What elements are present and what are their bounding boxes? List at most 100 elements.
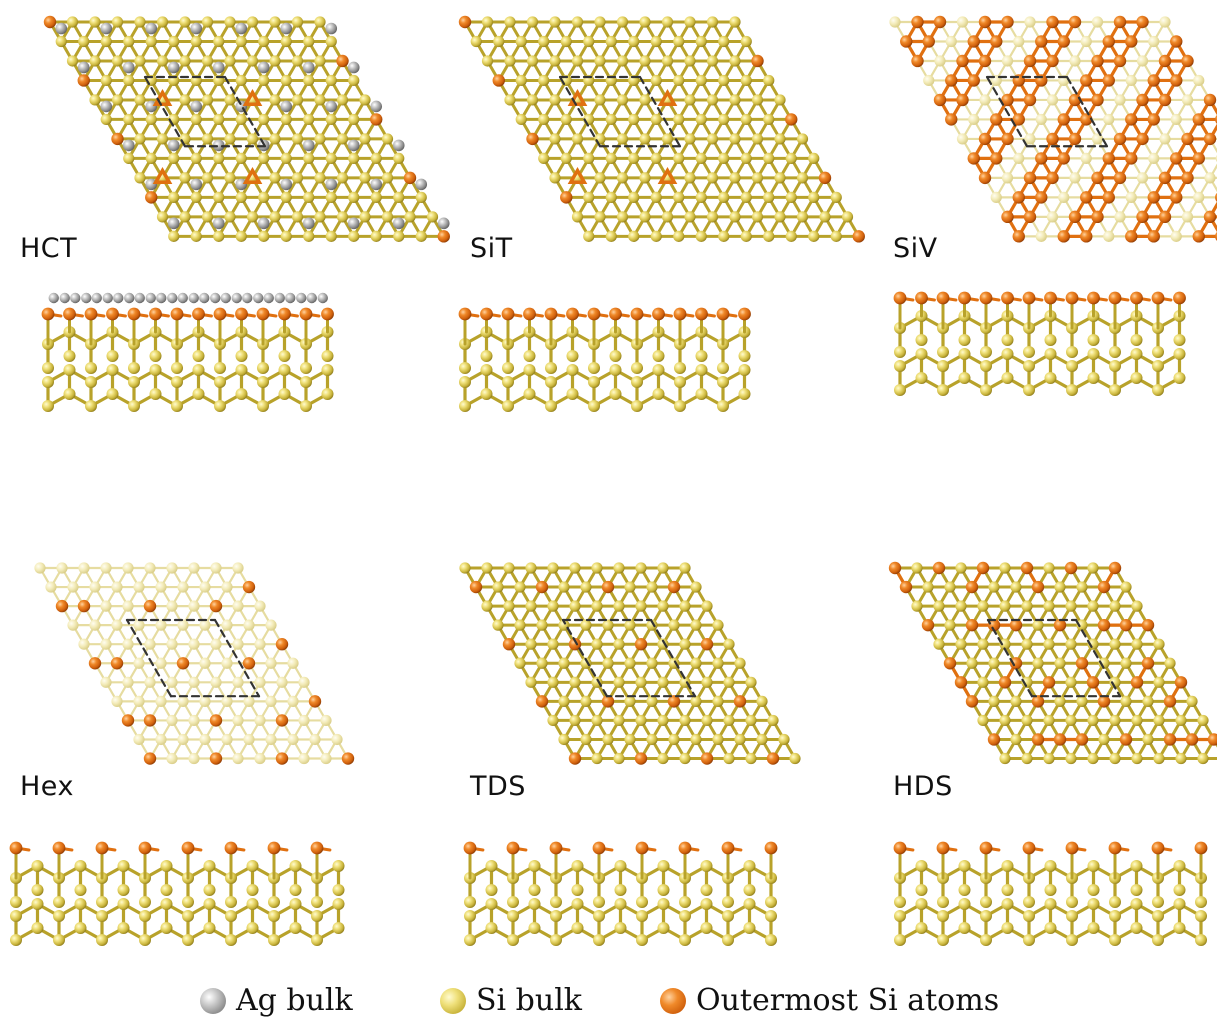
si-atom xyxy=(743,860,756,872)
si-atom xyxy=(199,733,211,746)
si-atom xyxy=(303,35,315,48)
outermost-si-atom xyxy=(667,695,681,708)
si-atom xyxy=(303,230,315,242)
si-atom xyxy=(192,388,205,400)
outermost-si-atom xyxy=(336,54,349,68)
si-atom xyxy=(631,376,643,388)
si-atom xyxy=(1023,360,1035,372)
panel-label-hex: Hex xyxy=(20,771,74,802)
si-atom xyxy=(526,94,539,106)
si-atom xyxy=(166,714,178,727)
si-atom xyxy=(591,600,603,612)
si-atom xyxy=(743,884,756,896)
outermost-si-atom xyxy=(979,841,993,855)
si-atom xyxy=(979,94,991,106)
outermost-si-atom xyxy=(1102,35,1115,48)
outermost-si-atom xyxy=(785,113,798,126)
si-atom xyxy=(808,152,820,164)
outermost-si-atom xyxy=(1113,54,1127,68)
si-atom xyxy=(291,211,304,223)
si-atom xyxy=(729,55,741,67)
si-atom xyxy=(514,581,526,593)
si-atom xyxy=(1186,695,1198,707)
outermost-si-atom xyxy=(549,841,563,855)
outermost-si-atom xyxy=(1035,35,1048,48)
si-atom xyxy=(1087,884,1100,896)
outermost-si-atom xyxy=(1012,191,1025,204)
outermost-si-atom xyxy=(1023,171,1037,185)
si-atom xyxy=(258,230,270,242)
outermost-si-atom xyxy=(1068,15,1082,29)
si-atom xyxy=(359,172,371,184)
outermost-si-atom xyxy=(209,599,223,613)
si-atom xyxy=(1159,16,1171,28)
si-atom xyxy=(977,600,989,612)
si-atom xyxy=(1046,211,1059,223)
si-atom xyxy=(999,638,1011,650)
si-atom xyxy=(763,191,775,203)
si-atom xyxy=(179,16,191,28)
si-atom xyxy=(569,562,581,574)
outermost-si-atom xyxy=(463,841,477,855)
si-atom xyxy=(128,362,140,374)
si-atom xyxy=(10,910,22,922)
si-atom xyxy=(171,376,183,388)
legend-label-outer: Outermost Si atoms xyxy=(696,983,1000,1018)
si-atom xyxy=(1148,35,1160,48)
si-atom xyxy=(122,562,134,574)
outermost-si-atom xyxy=(138,841,152,855)
si-atom xyxy=(1164,657,1176,669)
si-atom xyxy=(502,400,514,412)
outermost-si-atom xyxy=(1035,152,1048,165)
si-atom xyxy=(937,896,949,908)
si-atom xyxy=(123,74,135,87)
si-atom xyxy=(280,74,292,87)
si-atom xyxy=(56,562,68,574)
si-atom xyxy=(980,384,992,396)
ag-atom xyxy=(212,139,225,152)
siv-side-view xyxy=(893,291,1186,396)
si-atom xyxy=(66,55,79,67)
si-atom xyxy=(1087,922,1100,934)
si-atom xyxy=(1076,581,1088,593)
si-atom xyxy=(291,55,304,67)
outermost-si-atom xyxy=(1151,841,1165,855)
outermost-si-atom xyxy=(1158,93,1172,107)
si-atom xyxy=(830,191,842,203)
si-atom xyxy=(246,55,259,67)
si-atom xyxy=(613,562,625,574)
si-atom xyxy=(188,600,200,612)
outermost-si-atom xyxy=(77,74,90,87)
si-atom xyxy=(144,562,156,574)
si-atom xyxy=(558,581,570,593)
si-atom xyxy=(602,657,614,669)
outermost-si-atom xyxy=(965,580,979,594)
outermost-si-atom xyxy=(1091,171,1104,185)
hex-top-view xyxy=(34,562,355,765)
outermost-si-atom xyxy=(700,752,714,765)
si-atom xyxy=(1109,910,1121,922)
ag-atom xyxy=(59,292,70,304)
si-atom xyxy=(571,211,584,223)
si-atom xyxy=(235,230,247,242)
si-atom xyxy=(889,16,901,28)
ag-atom xyxy=(325,22,338,35)
si-atom xyxy=(269,211,281,223)
ag-atom xyxy=(167,139,180,152)
si-atom xyxy=(171,362,183,374)
si-atom xyxy=(700,898,713,910)
ag-atom xyxy=(113,292,124,304)
si-atom xyxy=(614,860,627,872)
si-atom xyxy=(583,191,595,203)
si-atom xyxy=(1153,638,1165,650)
si-atom xyxy=(426,211,439,223)
si-atom xyxy=(923,74,935,87)
si-atom xyxy=(1032,619,1044,631)
si-atom xyxy=(956,16,969,28)
si-atom xyxy=(300,376,312,388)
outermost-si-atom xyxy=(911,54,924,68)
si-atom xyxy=(545,362,557,374)
si-atom xyxy=(605,191,617,203)
outermost-si-atom xyxy=(1163,695,1177,708)
outermost-si-atom xyxy=(1113,171,1127,185)
